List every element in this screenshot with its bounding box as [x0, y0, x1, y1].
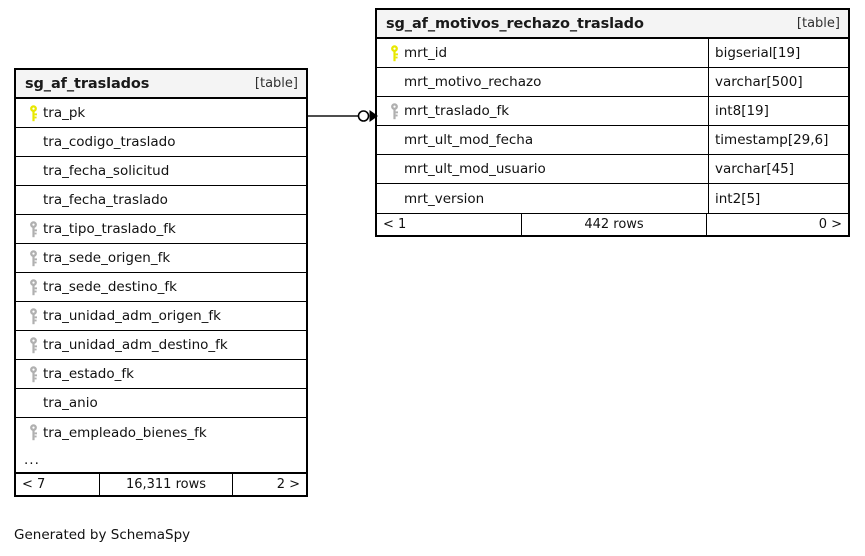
column-name: mrt_ult_mod_usuario [404, 161, 546, 177]
column-name-cell: tra_codigo_traslado [16, 128, 306, 156]
foreign-key-icon [385, 102, 404, 120]
column-type: int2[5] [708, 184, 848, 213]
column-name: mrt_id [404, 45, 448, 61]
arrowhead-icon [369, 110, 378, 122]
column-row[interactable]: tra_tipo_traslado_fk [16, 215, 306, 244]
column-row[interactable]: mrt_ult_mod_fecha timestamp[29,6] [377, 126, 848, 155]
foreign-key-icon [24, 249, 43, 267]
generated-by-caption: Generated by SchemaSpy [14, 527, 191, 543]
column-name-cell: tra_pk [16, 99, 306, 127]
column-row[interactable]: mrt_motivo_rechazo varchar[500] [377, 68, 848, 97]
column-row[interactable]: tra_sede_destino_fk [16, 273, 306, 302]
column-type: int8[19] [708, 97, 848, 125]
column-type: bigserial[19] [708, 39, 848, 67]
primary-key-icon [385, 44, 404, 62]
column-list: tra_pk tra_codigo_traslado tra_fecha_solic… [16, 99, 306, 447]
column-name-cell: mrt_id [377, 39, 708, 67]
column-row[interactable]: tra_pk [16, 99, 306, 128]
pager-next[interactable]: 0 > [818, 217, 842, 232]
column-name-cell: mrt_ult_mod_usuario [377, 155, 708, 183]
column-name: mrt_ult_mod_fecha [404, 132, 534, 148]
pager-prev[interactable]: < 1 [383, 217, 407, 232]
column-name-cell: tra_tipo_traslado_fk [16, 215, 306, 243]
column-name: tra_estado_fk [43, 366, 134, 382]
zero-cardinality-circle-icon [357, 110, 370, 122]
foreign-key-icon [24, 365, 43, 383]
pager-row-count: 16,311 rows [99, 474, 233, 495]
table-pager[interactable]: < 1 442 rows 0 > [377, 213, 848, 235]
column-name-cell: tra_empleado_bienes_fk [16, 418, 306, 447]
column-name: tra_sede_origen_fk [43, 250, 171, 266]
table-title: sg_af_traslados [25, 75, 150, 92]
column-type: varchar[45] [708, 155, 848, 183]
primary-key-icon [24, 104, 43, 122]
column-name-cell: tra_fecha_solicitud [16, 157, 306, 185]
column-row[interactable]: mrt_ult_mod_usuario varchar[45] [377, 155, 848, 184]
column-name: tra_tipo_traslado_fk [43, 221, 176, 237]
column-row[interactable]: tra_codigo_traslado [16, 128, 306, 157]
foreign-key-icon [24, 424, 43, 441]
column-name: mrt_traslado_fk [404, 103, 510, 119]
column-type: timestamp[29,6] [708, 126, 848, 154]
column-row[interactable]: tra_estado_fk [16, 360, 306, 389]
column-row[interactable]: mrt_traslado_fk int8[19] [377, 97, 848, 126]
column-name-cell: mrt_ult_mod_fecha [377, 126, 708, 154]
column-name: tra_empleado_bienes_fk [43, 424, 207, 441]
column-name: tra_anio [43, 395, 98, 411]
table-pager[interactable]: < 7 16,311 rows 2 > [16, 473, 306, 495]
column-name: tra_pk [43, 105, 86, 121]
relationship-connector-line [308, 110, 378, 122]
column-name: mrt_version [404, 190, 485, 207]
column-name-cell: mrt_traslado_fk [377, 97, 708, 125]
column-row[interactable]: tra_unidad_adm_destino_fk [16, 331, 306, 360]
column-name-cell: tra_sede_origen_fk [16, 244, 306, 272]
column-name: tra_fecha_solicitud [43, 163, 170, 179]
column-name-cell: tra_unidad_adm_origen_fk [16, 302, 306, 330]
table-kind-label: [table] [796, 16, 840, 31]
pager-next[interactable]: 2 > [276, 477, 300, 492]
column-row[interactable]: tra_empleado_bienes_fk [16, 418, 306, 447]
table-header[interactable]: sg_af_motivos_rechazo_traslado [table] [377, 10, 848, 39]
column-name: tra_sede_destino_fk [43, 279, 177, 295]
pager-prev[interactable]: < 7 [22, 477, 46, 492]
column-row[interactable]: tra_fecha_solicitud [16, 157, 306, 186]
column-name-cell: tra_sede_destino_fk [16, 273, 306, 301]
column-name-cell: mrt_version [377, 184, 708, 213]
column-name-cell: tra_fecha_traslado [16, 186, 306, 214]
column-row[interactable]: tra_sede_origen_fk [16, 244, 306, 273]
table-title: sg_af_motivos_rechazo_traslado [386, 15, 644, 32]
column-name: mrt_motivo_rechazo [404, 74, 542, 90]
column-name: tra_unidad_adm_origen_fk [43, 308, 221, 324]
column-name: tra_codigo_traslado [43, 134, 176, 150]
truncation-ellipsis: ... [16, 447, 306, 473]
foreign-key-icon [24, 220, 43, 238]
column-name-cell: tra_estado_fk [16, 360, 306, 388]
table-sg_af_traslados[interactable]: sg_af_traslados [table] tra_pk tra_codigo… [14, 68, 308, 497]
table-sg_af_motivos_rechazo_traslado[interactable]: sg_af_motivos_rechazo_traslado [table] m… [375, 8, 850, 237]
column-row[interactable]: tra_fecha_traslado [16, 186, 306, 215]
column-name-cell: mrt_motivo_rechazo [377, 68, 708, 96]
pager-row-count: 442 rows [521, 214, 707, 235]
column-type: varchar[500] [708, 68, 848, 96]
table-kind-label: [table] [254, 76, 298, 91]
column-name: tra_fecha_traslado [43, 192, 168, 208]
column-name-cell: tra_anio [16, 389, 306, 417]
column-row[interactable]: mrt_id bigserial[19] [377, 39, 848, 68]
foreign-key-icon [24, 307, 43, 325]
column-name: tra_unidad_adm_destino_fk [43, 337, 228, 353]
foreign-key-icon [24, 278, 43, 296]
column-name-cell: tra_unidad_adm_destino_fk [16, 331, 306, 359]
column-row[interactable]: tra_anio [16, 389, 306, 418]
table-header[interactable]: sg_af_traslados [table] [16, 70, 306, 99]
column-row[interactable]: tra_unidad_adm_origen_fk [16, 302, 306, 331]
foreign-key-icon [24, 336, 43, 354]
column-row[interactable]: mrt_version int2[5] [377, 184, 848, 213]
